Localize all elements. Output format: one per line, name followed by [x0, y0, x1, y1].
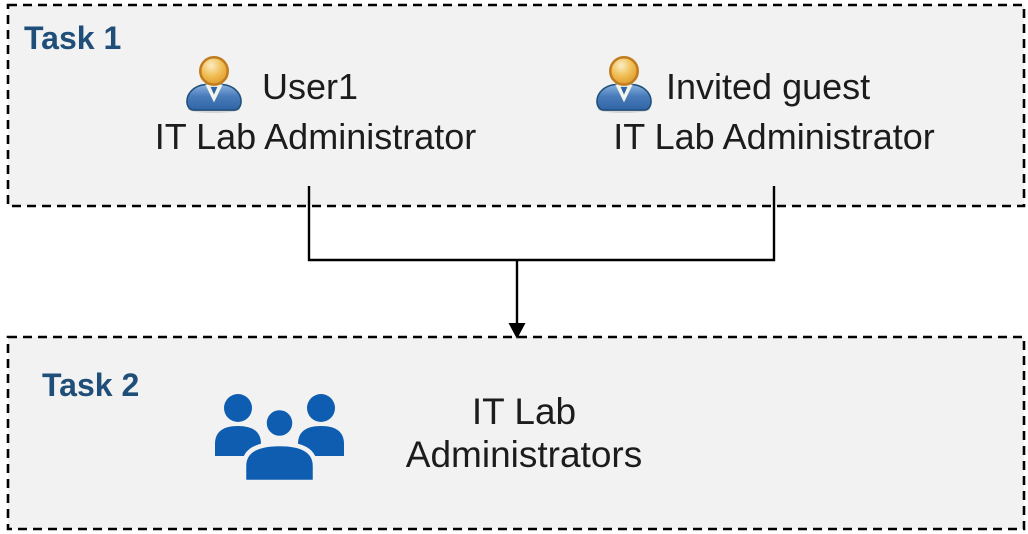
person1-name: User1 [262, 66, 359, 107]
merge-arrow-connector [307, 186, 776, 326]
group-name: IT Lab Administrators [374, 390, 674, 476]
person2-role: IT Lab Administrator [613, 116, 935, 157]
task1-box [6, 3, 1026, 208]
task2-title: Task 2 [42, 367, 140, 403]
person-icon [186, 55, 242, 113]
person1-role: IT Lab Administrator [154, 116, 477, 157]
task1-title: Task 1 [24, 20, 122, 56]
people-group-icon [215, 394, 344, 484]
person-icon [596, 55, 652, 113]
task2-box [6, 335, 1026, 531]
group-name-line2: Administrators [405, 434, 643, 475]
group-name-line1: IT Lab [471, 391, 577, 432]
person2-name: Invited guest [666, 66, 871, 107]
down-arrow-icon [508, 323, 526, 339]
